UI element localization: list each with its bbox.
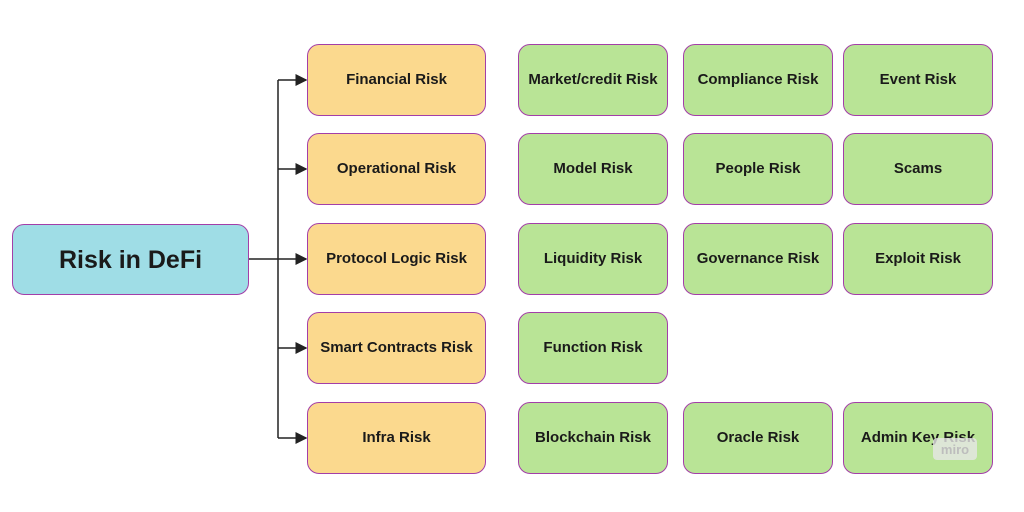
- category-node-operational-risk[interactable]: Operational Risk: [307, 133, 486, 205]
- category-node-smart-contracts-risk[interactable]: Smart Contracts Risk: [307, 312, 486, 384]
- risk-node-label: Governance Risk: [696, 250, 820, 267]
- category-node-label: Operational Risk: [336, 160, 457, 177]
- risk-node-event-risk[interactable]: Event Risk: [843, 44, 993, 116]
- risk-node-oracle-risk[interactable]: Oracle Risk: [683, 402, 833, 474]
- risk-node-label: Compliance Risk: [697, 71, 819, 88]
- risk-node-label: Event Risk: [879, 71, 957, 88]
- category-node-label: Protocol Logic Risk: [326, 250, 467, 267]
- risk-node-blockchain-risk[interactable]: Blockchain Risk: [518, 402, 668, 474]
- risk-node-label: Blockchain Risk: [535, 429, 651, 446]
- risk-node-label: Exploit Risk: [875, 250, 961, 267]
- risk-node-label: Scams: [893, 160, 943, 177]
- category-node-label: Smart Contracts Risk: [320, 339, 473, 356]
- category-node-label: Infra Risk: [362, 429, 431, 446]
- category-node-label: Financial Risk: [346, 71, 447, 88]
- risk-node-liquidity-risk[interactable]: Liquidity Risk: [518, 223, 668, 295]
- risk-node-function-risk[interactable]: Function Risk: [518, 312, 668, 384]
- root-node-label: Risk in DeFi: [58, 245, 203, 274]
- root-node-risk-in-defi[interactable]: Risk in DeFi: [12, 224, 249, 295]
- risk-node-label: Function Risk: [543, 339, 643, 356]
- risk-node-governance-risk[interactable]: Governance Risk: [683, 223, 833, 295]
- risk-node-label: Model Risk: [553, 160, 633, 177]
- category-node-infra-risk[interactable]: Infra Risk: [307, 402, 486, 474]
- risk-node-market-credit-risk[interactable]: Market/credit Risk: [518, 44, 668, 116]
- risk-node-label: People Risk: [715, 160, 801, 177]
- risk-node-label: Market/credit Risk: [528, 71, 658, 88]
- risk-node-compliance-risk[interactable]: Compliance Risk: [683, 44, 833, 116]
- risk-node-scams[interactable]: Scams: [843, 133, 993, 205]
- risk-node-exploit-risk[interactable]: Exploit Risk: [843, 223, 993, 295]
- risk-node-people-risk[interactable]: People Risk: [683, 133, 833, 205]
- category-node-protocol-logic-risk[interactable]: Protocol Logic Risk: [307, 223, 486, 295]
- risk-node-label: Liquidity Risk: [543, 250, 643, 267]
- risk-node-label: Oracle Risk: [716, 429, 800, 446]
- category-node-financial-risk[interactable]: Financial Risk: [307, 44, 486, 116]
- risk-node-model-risk[interactable]: Model Risk: [518, 133, 668, 205]
- miro-watermark: miro: [933, 438, 977, 460]
